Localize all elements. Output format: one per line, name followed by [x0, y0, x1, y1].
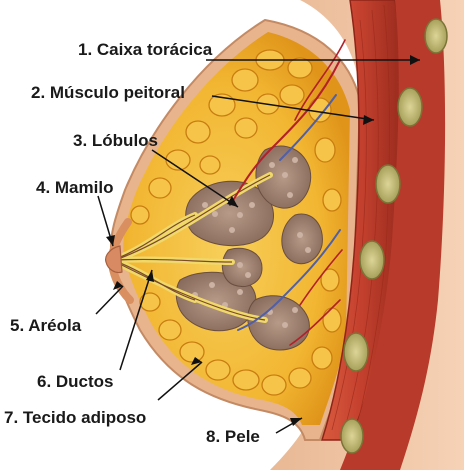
leader-lines: [95, 59, 420, 434]
label-musculo-peitoral: 2. Músculo peitoral: [31, 83, 185, 102]
label-pele: 8. Pele: [206, 427, 260, 446]
duct-lines: [117, 174, 271, 321]
label-areola: 5. Aréola: [10, 316, 82, 335]
nipple: [105, 245, 123, 274]
ribs: [340, 18, 448, 454]
label-lobulos: 3. Lóbulos: [73, 131, 158, 150]
label-ductos: 6. Ductos: [37, 372, 114, 391]
label-caixa-toracica: 1. Caixa torácica: [78, 40, 213, 59]
vessels: [229, 39, 346, 346]
fat-lobules: [130, 49, 342, 396]
label-mamilo: 4. Mamilo: [36, 178, 113, 197]
label-tecido-adiposo: 7. Tecido adiposo: [4, 408, 146, 427]
leader-arrowheads: [106, 55, 420, 426]
